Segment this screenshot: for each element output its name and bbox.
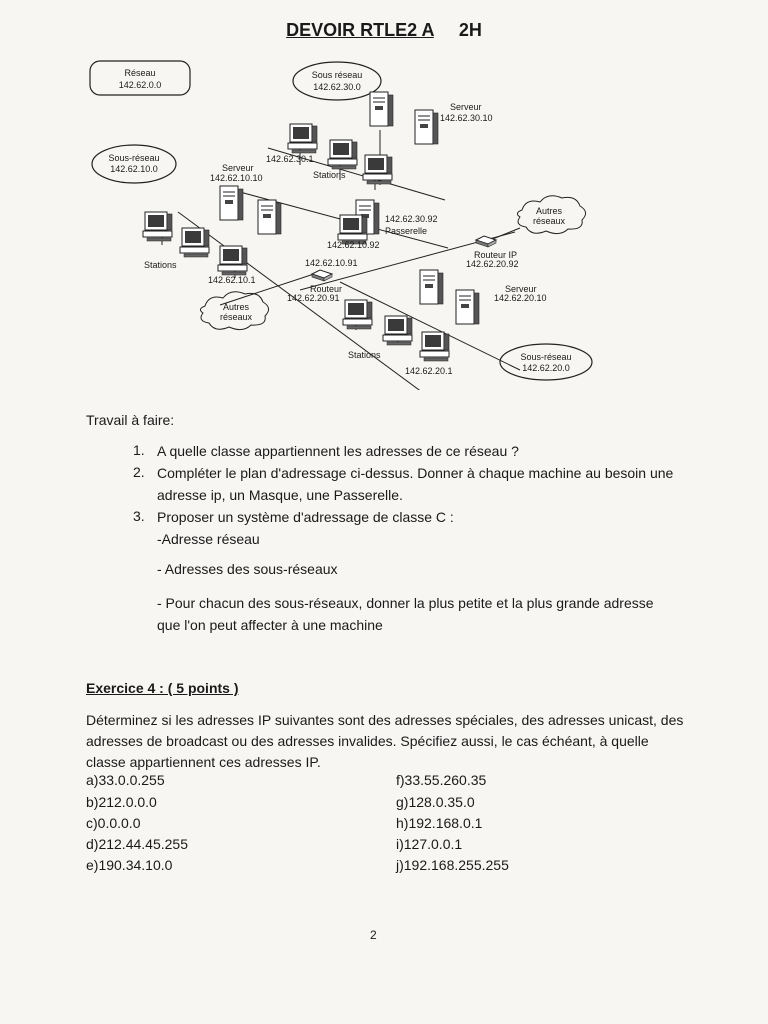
subnet-10-ip: 142.62.10.0 — [110, 164, 158, 174]
address-item: i)127.0.0.1 — [396, 836, 463, 852]
cloud-2-line1: Autres — [223, 302, 250, 312]
address-item: a)33.0.0.255 — [86, 772, 165, 788]
server-icon — [414, 109, 439, 145]
address-item: h)192.168.0.1 — [396, 815, 483, 831]
ip-30-1: 142.62.30.1 — [266, 154, 314, 164]
reseau-ip: 142.62.0.0 — [119, 80, 162, 90]
subnet-30-ellipse — [292, 61, 382, 101]
cloud-other-networks-1 — [516, 195, 586, 235]
subquestion-line: que l'on peut affecter à une machine — [157, 617, 383, 633]
instruction-line: Déterminez si les adresses IP suivantes … — [86, 712, 684, 728]
server-10-title: Serveur — [222, 163, 254, 173]
address-item: c)0.0.0.0 — [86, 815, 141, 831]
server-10-ip: 142.62.10.10 — [210, 173, 263, 183]
question-2: Compléter le plan d'adressage ci-dessus.… — [157, 462, 697, 506]
passerelle-label: Passerelle — [385, 226, 427, 236]
ip-10-91: 142.62.10.91 — [305, 258, 358, 268]
question-1: A quelle classe appartiennent les adress… — [157, 440, 697, 462]
subnet-10-title: Sous-réseau — [108, 153, 159, 163]
question-number: 3. — [133, 508, 145, 524]
server-icon — [419, 269, 444, 305]
subquestion-line: - Pour chacun des sous-réseaux, donner l… — [157, 595, 654, 611]
question-line: Proposer un système d'adressage de class… — [157, 509, 454, 525]
address-item: e)190.34.10.0 — [86, 857, 173, 873]
subnet-20-ellipse — [499, 343, 593, 381]
workstation-icon — [382, 315, 413, 346]
page-number: 2 — [370, 928, 377, 942]
ip-10-92: 142.62.10.92 — [327, 240, 380, 250]
server-icon — [219, 185, 244, 221]
exercise-title: Exercice 4 : ( 5 points ) — [86, 680, 239, 696]
workstation-icon — [142, 211, 173, 242]
subquestion-range: - Pour chacun des sous-réseaux, donner l… — [157, 592, 697, 636]
workstation-icon — [179, 227, 210, 258]
server-icon — [257, 199, 282, 235]
address-item: f)33.55.260.35 — [396, 772, 487, 788]
subquestion-subnets: - Adresses des sous-réseaux — [157, 561, 338, 577]
cloud-1-line2: réseaux — [533, 216, 566, 226]
exercise-instructions: Déterminez si les adresses IP suivantes … — [86, 710, 706, 773]
stations-30-label: Stations — [313, 170, 346, 180]
router-ip-title: Routeur IP — [474, 250, 517, 260]
server-icon — [369, 91, 394, 127]
server-30-ip: 142.62.30.10 — [440, 113, 493, 123]
server-icon — [455, 289, 480, 325]
question-line: -Adresse réseau — [157, 531, 260, 547]
ip-10-1: 142.62.10.1 — [208, 275, 256, 285]
subnet-10-ellipse — [91, 144, 177, 184]
question-line: Compléter le plan d'adressage ci-dessus.… — [157, 465, 674, 481]
reseau-title: Réseau — [124, 68, 155, 78]
address-item: d)212.44.45.255 — [86, 836, 188, 852]
duration-text: 2H — [458, 20, 482, 40]
router-ip: 142.62.20.91 — [287, 293, 340, 303]
router-ip-ip: 142.62.20.92 — [466, 259, 519, 269]
instruction-line: classe appartiennent ces adresses IP. — [86, 754, 321, 770]
travail-heading: Travail à faire: — [86, 412, 175, 428]
subnet-30-ip: 142.62.30.0 — [313, 82, 361, 92]
question-line: adresse ip, un Masque, une Passerelle. — [157, 487, 403, 503]
subnet-20-title: Sous-réseau — [520, 352, 571, 362]
router-icon — [311, 269, 333, 282]
server-20-ip: 142.62.20.10 — [494, 293, 547, 303]
router-title: Routeur — [310, 284, 342, 294]
question-line: A quelle classe appartiennent les adress… — [157, 443, 519, 459]
question-number: 2. — [133, 464, 145, 480]
address-item: b)212.0.0.0 — [86, 794, 157, 810]
reseau-box — [89, 60, 191, 96]
server-20-title: Serveur — [505, 284, 537, 294]
subnet-30-title: Sous réseau — [312, 70, 363, 80]
ip-20-1: 142.62.20.1 — [405, 366, 453, 376]
question-3: Proposer un système d'adressage de class… — [157, 506, 697, 550]
instruction-line: adresses de broadcast ou des adresses in… — [86, 733, 649, 749]
stations-20-label: Stations — [348, 350, 381, 360]
document-title: DEVOIR RTLE2 A 2H — [0, 20, 768, 41]
server-30-title: Serveur — [450, 102, 482, 112]
workstation-icon — [342, 299, 373, 330]
workstation-icon — [419, 331, 450, 362]
workstation-icon — [362, 154, 393, 185]
title-text: DEVOIR RTLE2 A — [286, 20, 434, 40]
cloud-other-networks-2 — [199, 291, 269, 331]
address-item: j)192.168.255.255 — [396, 857, 509, 873]
question-number: 1. — [133, 442, 145, 458]
ip-30-92: 142.62.30.92 — [385, 214, 438, 224]
workstation-icon — [287, 123, 318, 154]
workstation-icon — [217, 245, 248, 276]
workstation-icon — [327, 139, 358, 170]
network-diagram: Réseau 142.62.0.0 Sous réseau 142.62.30.… — [89, 60, 593, 390]
address-item: g)128.0.35.0 — [396, 794, 475, 810]
stations-10-label: Stations — [144, 260, 177, 270]
cloud-2-line2: réseaux — [220, 312, 253, 322]
cloud-1-line1: Autres — [536, 206, 563, 216]
subnet-20-ip: 142.62.20.0 — [522, 363, 570, 373]
